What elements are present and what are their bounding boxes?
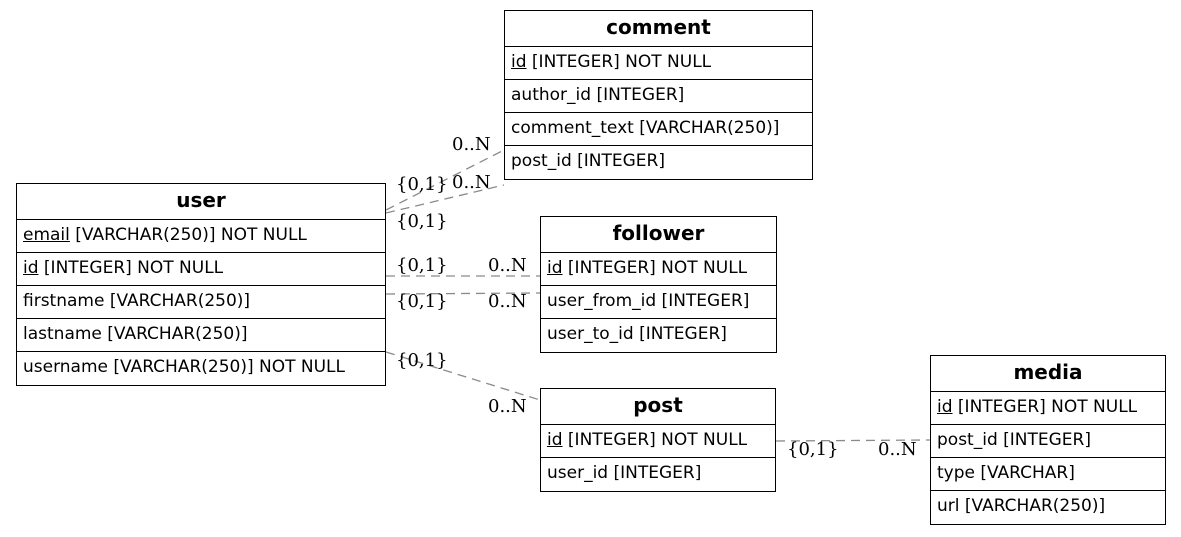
primary-key-name: id: [547, 430, 563, 450]
attribute-text: post_id [INTEGER]: [511, 151, 665, 171]
attribute-row: post_id [INTEGER]: [931, 425, 1165, 458]
rel-user-follower-2: [385, 292, 541, 295]
entity-title: user: [17, 184, 385, 220]
card-follower-1-from: {0,1}: [396, 255, 448, 276]
attribute-row: user_from_id [INTEGER]: [541, 286, 776, 319]
card-media-to: 0..N: [878, 439, 917, 460]
primary-key-name: id: [23, 258, 39, 278]
primary-key-name: id: [511, 52, 527, 72]
attribute-row: id [INTEGER] NOT NULL: [505, 47, 812, 80]
attribute-text: lastname [VARCHAR(250)]: [23, 324, 248, 344]
card-follower-2-from: {0,1}: [396, 291, 448, 312]
card-post-from: {0,1}: [396, 350, 448, 371]
attribute-row: email [VARCHAR(250)] NOT NULL: [17, 220, 385, 253]
attribute-row: id [INTEGER] NOT NULL: [931, 392, 1165, 425]
attribute-text: firstname [VARCHAR(250)]: [23, 291, 251, 311]
card-media-from: {0,1}: [787, 439, 839, 460]
entity-title: follower: [541, 217, 776, 253]
rel-user-comment-2: [385, 184, 505, 214]
card-follower-1-to: 0..N: [488, 255, 527, 276]
entity-title: comment: [505, 11, 812, 47]
attribute-row: id [INTEGER] NOT NULL: [541, 253, 776, 286]
attribute-row: firstname [VARCHAR(250)]: [17, 286, 385, 319]
attribute-text: comment_text [VARCHAR(250)]: [511, 118, 780, 138]
attribute-row: lastname [VARCHAR(250)]: [17, 319, 385, 352]
attribute-text: url [VARCHAR(250)]: [937, 496, 1106, 516]
attribute-text: [INTEGER] NOT NULL: [526, 52, 712, 72]
attribute-row: username [VARCHAR(250)] NOT NULL: [17, 352, 385, 385]
rel-post-media: [775, 439, 931, 442]
rel-user-post: [385, 351, 541, 401]
card-post-to: 0..N: [488, 396, 527, 417]
card-comment-2-from: {0,1}: [396, 211, 448, 232]
entity-title: post: [541, 389, 775, 425]
attribute-text: type [VARCHAR]: [937, 463, 1075, 483]
rel-user-comment-1: [385, 149, 505, 211]
card-follower-2-to: 0..N: [488, 291, 527, 312]
primary-key-name: email: [23, 225, 70, 245]
attribute-text: username [VARCHAR(250)] NOT NULL: [23, 357, 345, 377]
attribute-row: user_to_id [INTEGER]: [541, 319, 776, 352]
card-comment-1-to: 0..N: [452, 134, 491, 155]
attribute-text: [VARCHAR(250)] NOT NULL: [69, 225, 307, 245]
primary-key-name: id: [937, 397, 953, 417]
attribute-row: id [INTEGER] NOT NULL: [17, 253, 385, 286]
card-comment-1-from: {0,1}: [396, 174, 448, 195]
attribute-row: comment_text [VARCHAR(250)]: [505, 113, 812, 146]
attribute-row: author_id [INTEGER]: [505, 80, 812, 113]
attribute-row: url [VARCHAR(250)]: [931, 491, 1165, 524]
attribute-row: type [VARCHAR]: [931, 458, 1165, 491]
attribute-text: user_id [INTEGER]: [547, 463, 702, 483]
attribute-row: post_id [INTEGER]: [505, 146, 812, 179]
attribute-text: user_from_id [INTEGER]: [547, 291, 750, 311]
entity-title: media: [931, 356, 1165, 392]
attribute-text: post_id [INTEGER]: [937, 430, 1091, 450]
card-comment-2-to: 0..N: [452, 172, 491, 193]
attribute-text: [INTEGER] NOT NULL: [562, 430, 748, 450]
attribute-row: id [INTEGER] NOT NULL: [541, 425, 775, 458]
attribute-text: user_to_id [INTEGER]: [547, 324, 727, 344]
primary-key-name: id: [547, 258, 563, 278]
attribute-text: [INTEGER] NOT NULL: [952, 397, 1138, 417]
attribute-row: user_id [INTEGER]: [541, 458, 775, 491]
attribute-text: author_id [INTEGER]: [511, 85, 685, 105]
attribute-text: [INTEGER] NOT NULL: [562, 258, 748, 278]
attribute-text: [INTEGER] NOT NULL: [38, 258, 224, 278]
